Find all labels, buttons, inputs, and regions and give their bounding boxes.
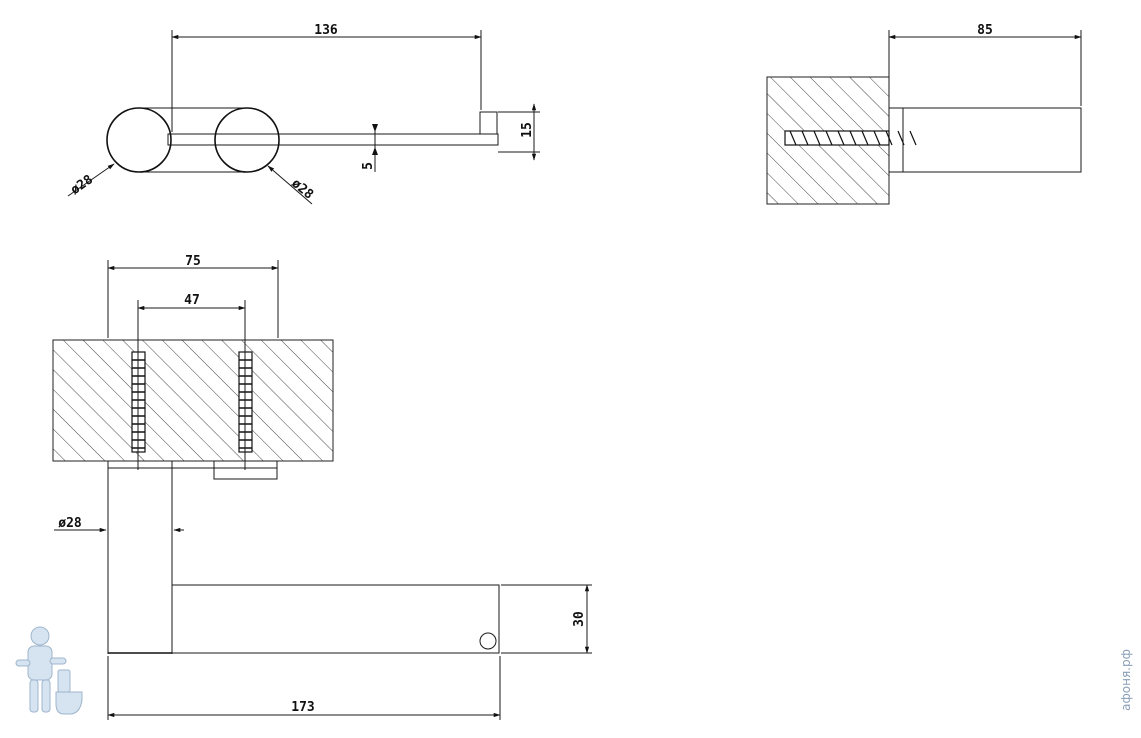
dim-front-diameter: ø28 (58, 516, 82, 531)
dim-top-height: 15 (520, 122, 535, 138)
top-rod (167, 133, 499, 146)
dim-front-total-length: 173 (291, 700, 314, 715)
front-arm-end-cap (479, 632, 497, 650)
dim-front-arm-height: 30 (572, 611, 587, 627)
dim-screw-spacing: 47 (184, 293, 200, 308)
dim-side-depth: 85 (977, 23, 993, 38)
front-wall (52, 339, 334, 462)
top-right-rosette (214, 107, 280, 173)
side-anchor (784, 130, 890, 146)
side-body (888, 107, 1082, 173)
top-view: 136 15 5 ø28 ø28 (67, 23, 540, 205)
watermark: афоня.рф (1119, 649, 1133, 711)
top-end-stop (479, 111, 498, 135)
dim-top-right-diameter: ø28 (288, 176, 316, 203)
dim-top-left-diameter: ø28 (68, 172, 96, 198)
side-view: 85 (766, 23, 1082, 205)
front-view: 75 47 ø28 30 173 (52, 254, 592, 720)
dim-front-width: 75 (185, 254, 201, 269)
top-left-rosette (106, 107, 172, 173)
dim-top-thickness: 5 (361, 162, 376, 170)
front-arm (171, 584, 500, 654)
dim-top-length: 136 (314, 23, 338, 38)
plumber-mascot-logo (15, 626, 83, 715)
